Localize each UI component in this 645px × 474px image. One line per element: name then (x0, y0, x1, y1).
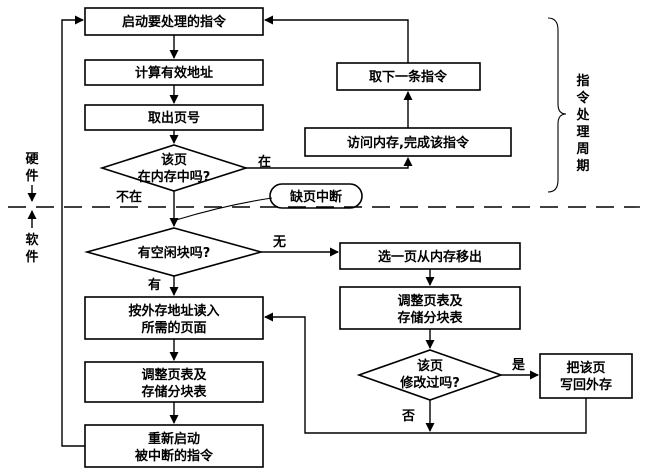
cycle-char-1: 指 (576, 73, 589, 89)
node-restart-instruction: 重新启动 被中断的指令 (84, 424, 264, 468)
read-page-line1: 按外存地址读入 (128, 303, 219, 319)
software-char-1: 软 (25, 232, 38, 248)
node-read-page: 按外存地址读入 所需的页面 (84, 296, 264, 340)
edge-in-memory-yes (246, 157, 413, 169)
cycle-char-5: 周 (576, 142, 589, 157)
hardware-char-2: 件 (25, 168, 38, 184)
callout-page-fault (175, 197, 273, 221)
modified-label-line1: 该页 (417, 358, 443, 374)
label-in-memory-no: 不在 (116, 189, 142, 205)
label-modified-no: 否 (401, 409, 415, 424)
node-page-number: 取出页号 (84, 104, 264, 131)
access-memory-label: 访问内存,完成该指令 (347, 135, 470, 151)
edge-write-back-to-read (264, 312, 587, 434)
edge-next-to-start (264, 15, 409, 63)
next-instruction-label: 取下一条指令 (369, 69, 448, 85)
restart-line2: 被中断的指令 (134, 448, 214, 464)
restart-line1: 重新启动 (148, 431, 200, 447)
cycle-char-3: 处 (575, 107, 590, 123)
update-table-left-line1: 调整页表及 (141, 367, 207, 383)
cycle-brace (547, 17, 567, 193)
hardware-label: 硬 件 (25, 152, 39, 202)
node-free-block-decision: 有空闲块吗? (83, 227, 265, 277)
page-fault-label: 缺页中断 (289, 189, 342, 205)
node-update-table-right: 调整页表及 存储分块表 (339, 286, 521, 330)
node-page-number-label: 取出页号 (148, 110, 200, 126)
label-in-memory-yes: 在 (258, 154, 271, 170)
label-modified-yes: 是 (511, 358, 526, 373)
node-start-label: 启动要处理的指令 (122, 14, 227, 30)
node-calc-address: 计算有效地址 (84, 59, 264, 86)
node-update-table-left: 调整页表及 存储分块表 (84, 361, 264, 403)
modified-label-line2: 修改过吗? (399, 375, 460, 391)
node-evict-page: 选一页从内存移出 (339, 242, 521, 270)
node-in-memory-decision: 该页 在内存中吗? (99, 144, 249, 192)
node-next-instruction: 取下一条指令 (336, 62, 481, 91)
node-write-back: 把该页 写回外存 (539, 353, 633, 399)
cycle-char-6: 期 (576, 159, 589, 174)
update-table-right-line1: 调整页表及 (397, 293, 463, 309)
free-block-label: 有空闲块吗? (138, 245, 211, 261)
hardware-char-1: 硬 (25, 152, 39, 167)
in-memory-label-line1: 该页 (161, 152, 187, 168)
software-char-2: 件 (25, 249, 38, 265)
node-modified-decision: 该页 修改过吗? (356, 349, 504, 401)
edge-restart-to-start (61, 15, 85, 447)
update-table-left-line2: 存储分块表 (141, 384, 207, 400)
node-calc-address-label: 计算有效地址 (135, 65, 213, 81)
write-back-line1: 把该页 (566, 360, 605, 376)
in-memory-label-line2: 在内存中吗? (138, 169, 211, 185)
cycle-char-2: 令 (576, 90, 590, 106)
cycle-label: 指 令 处 理 周 期 (575, 73, 590, 174)
node-start: 启动要处理的指令 (84, 7, 264, 36)
label-free-none: 无 (272, 235, 286, 250)
evict-page-label: 选一页从内存移出 (378, 249, 482, 265)
update-table-right-line2: 存储分块表 (397, 310, 463, 326)
node-access-memory: 访问内存,完成该指令 (304, 127, 512, 157)
software-label: 软 件 (25, 210, 39, 265)
label-free-yes: 有 (148, 277, 161, 293)
cycle-char-4: 理 (576, 125, 589, 140)
write-back-line2: 写回外存 (560, 377, 612, 393)
node-page-fault-interrupt: 缺页中断 (269, 183, 363, 209)
read-page-line2: 所需的页面 (141, 320, 206, 336)
